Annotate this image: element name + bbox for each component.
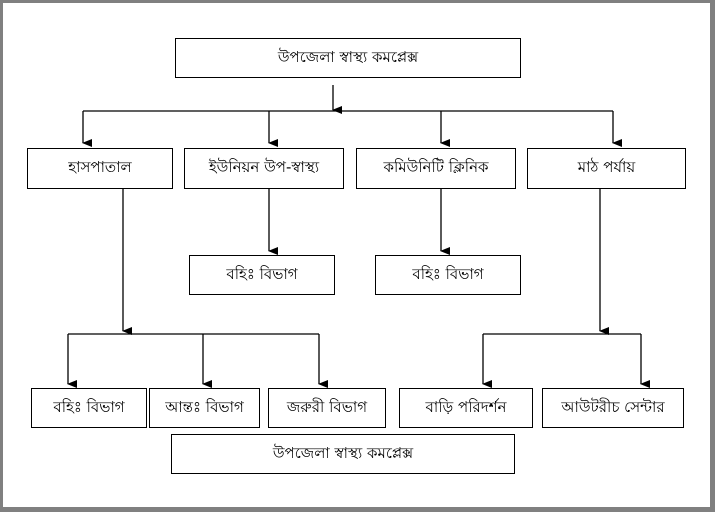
box-hospital: হাসপাতাল <box>27 148 173 189</box>
footer-label: উপজেলা স্বাস্থ্য কমপ্লেক্স <box>272 443 414 462</box>
box-field-level: মাঠ পর্যায় <box>527 148 686 189</box>
root-label: উপজেলা স্বাস্থ্য কমপ্লেক্স <box>277 47 419 66</box>
clinic-label: কমিউনিটি ক্লিনিক <box>383 158 489 176</box>
box-home-visit: বাড়ি পরিদর্শন <box>399 388 533 428</box>
root-box-upazila-health-complex: উপজেলা স্বাস্থ্য কমপ্লেক্স <box>175 38 521 78</box>
hospital-emergency-label: জরুরী বিভাগ <box>286 397 368 416</box>
box-union-sub-health: ইউনিয়ন উপ-স্বাস্থ্য <box>184 148 344 189</box>
hospital-indoor-label: আন্তঃ বিভাগ <box>165 397 244 416</box>
clinic-outdoor-label: বহিঃ বিভাগ <box>412 264 484 283</box>
hospital-label: হাসপাতাল <box>68 158 132 176</box>
field-label: মাঠ পর্যায় <box>577 158 636 176</box>
box-hospital-indoor: আন্তঃ বিভাগ <box>149 388 260 428</box>
box-outreach-center: আউটরীচ সেন্টার <box>542 388 684 428</box>
box-union-outdoor: বহিঃ বিভাগ <box>189 255 335 295</box>
home-visit-label: বাড়ি পরিদর্শন <box>425 397 507 416</box>
union-outdoor-label: বহিঃ বিভাগ <box>226 264 298 283</box>
union-label: ইউনিয়ন উপ-স্বাস্থ্য <box>208 158 320 176</box>
outreach-label: আউটরীচ সেন্টার <box>561 397 665 416</box>
footer-box-upazila-health-complex: উপজেলা স্বাস্থ্য কমপ্লেক্স <box>171 434 515 474</box>
box-clinic-outdoor: বহিঃ বিভাগ <box>375 255 521 295</box>
box-hospital-outdoor: বহিঃ বিভাগ <box>31 388 147 428</box>
hospital-outdoor-label: বহিঃ বিভাগ <box>53 397 125 416</box>
box-community-clinic: কমিউনিটি ক্লিনিক <box>356 148 516 189</box>
box-hospital-emergency: জরুরী বিভাগ <box>268 388 386 428</box>
